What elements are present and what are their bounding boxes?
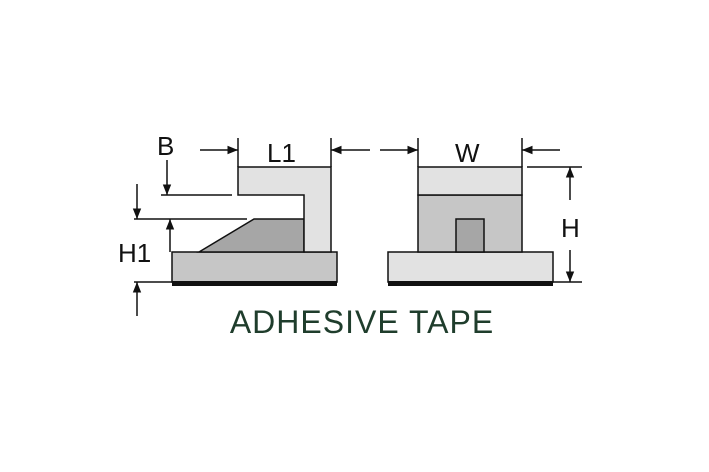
label-h: H bbox=[561, 213, 580, 243]
front-base bbox=[387, 251, 554, 283]
side-wedge bbox=[196, 218, 305, 253]
label-h1: H1 bbox=[118, 238, 151, 268]
label-l1: L1 bbox=[267, 138, 296, 168]
side-view bbox=[171, 166, 338, 286]
front-view bbox=[387, 166, 554, 286]
label-w: W bbox=[455, 138, 480, 168]
front-tape bbox=[388, 281, 553, 286]
dimension-lines bbox=[132, 138, 582, 316]
side-base bbox=[171, 251, 338, 283]
caption: ADHESIVE TAPE bbox=[230, 304, 494, 340]
side-tape bbox=[172, 281, 337, 286]
label-b: B bbox=[157, 131, 174, 161]
front-slot bbox=[455, 218, 485, 253]
front-top bbox=[417, 166, 523, 196]
